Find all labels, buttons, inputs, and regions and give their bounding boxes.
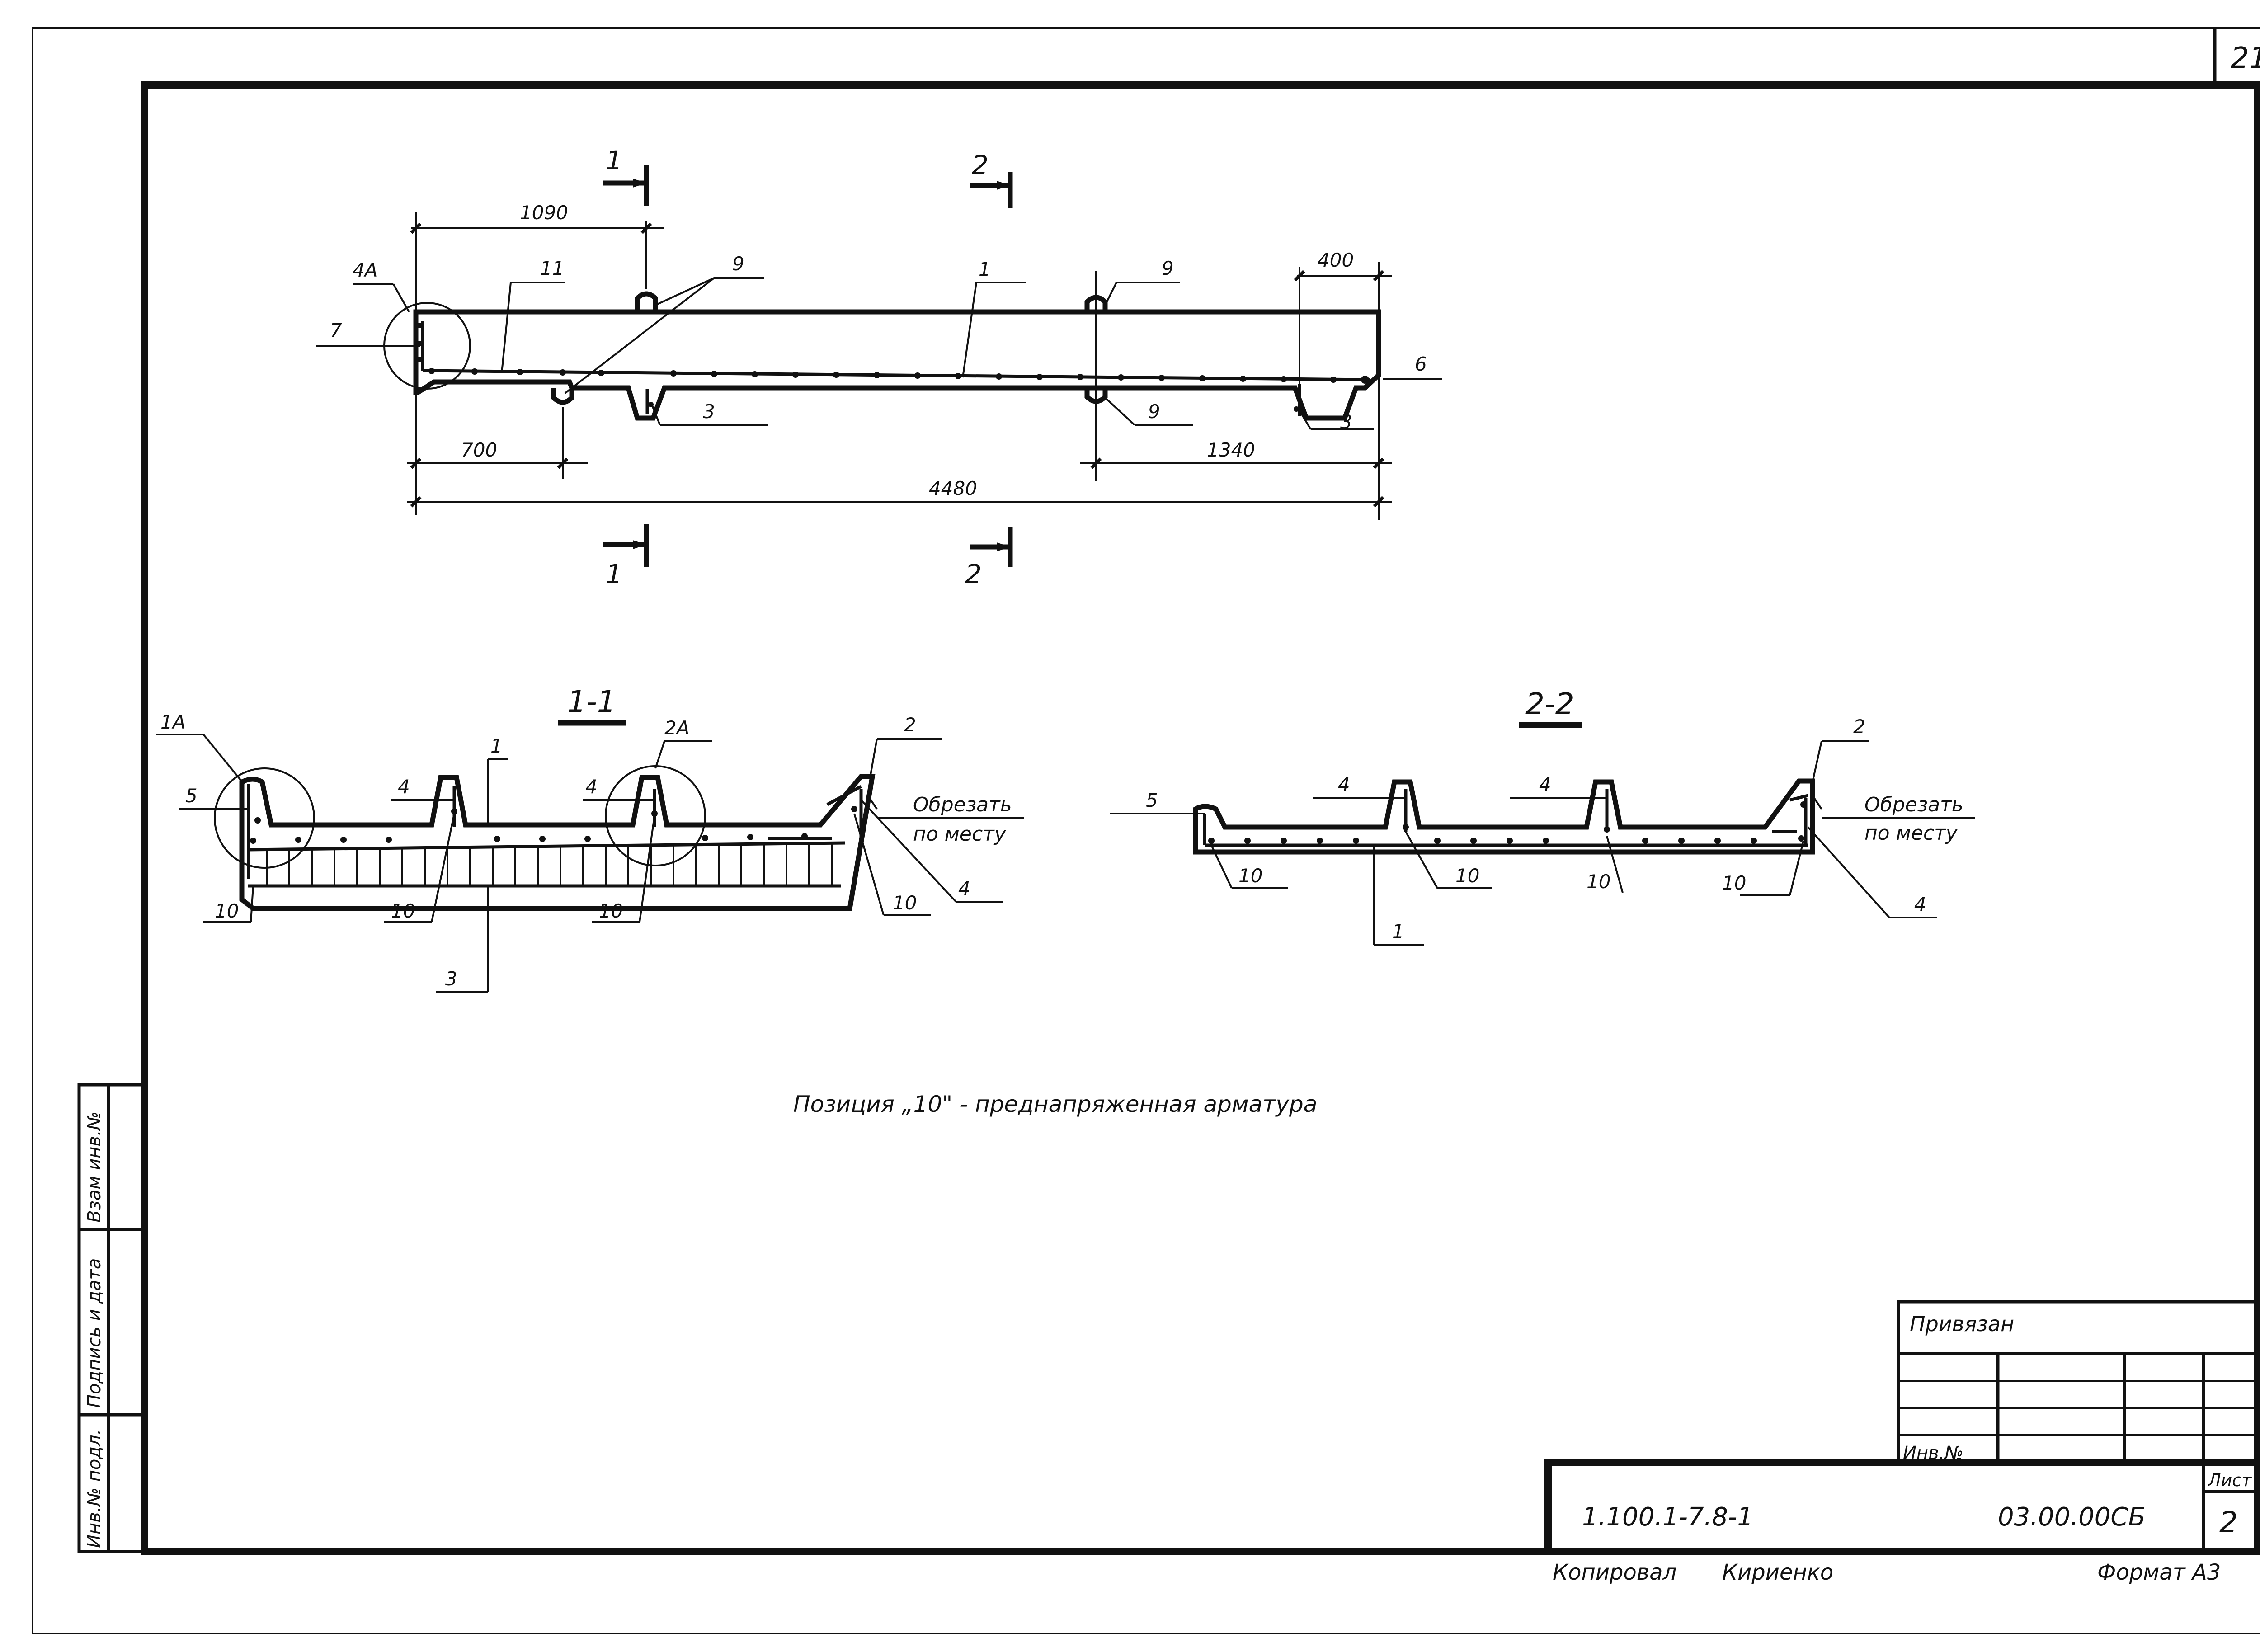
s11-label-4-left: 4 (398, 776, 410, 798)
s11-label-3: 3 (445, 968, 457, 990)
dim-700: 700 (461, 439, 497, 461)
section-cut-arrows (633, 179, 1010, 551)
privyazan-label: Привязан (1910, 1312, 2014, 1336)
s11-label-2A: 2А (664, 717, 689, 739)
section-cuts (603, 165, 1013, 567)
dimension-ticks (410, 222, 1384, 508)
s11-label-2: 2 (904, 714, 916, 736)
label-1: 1 (979, 258, 991, 280)
loop-top-left (635, 291, 658, 312)
s11-label-4-mid: 4 (585, 776, 598, 798)
vzam-label: Взам инв.№ (84, 1111, 105, 1223)
label-7: 7 (330, 319, 342, 341)
detail-1A-circle (214, 767, 315, 869)
s22-label-10-b: 10 (1455, 865, 1479, 887)
copied-label: Копировал (1553, 1560, 1676, 1585)
section-1-1-leaders (156, 720, 1024, 993)
s11-label-1: 1 (490, 735, 503, 757)
label-3-right: 3 (1340, 411, 1352, 433)
s22-label-10-c: 10 (1587, 871, 1610, 893)
copied-name: Кириенко (1722, 1560, 1833, 1585)
dim-400: 400 (1318, 249, 1354, 271)
dim-1340: 1340 (1207, 439, 1255, 461)
outer-frame (32, 27, 2260, 1634)
s11-cut-text-2: по месту (913, 823, 1007, 846)
left-stamp-strip (77, 1083, 146, 1553)
leader-lines (316, 277, 1442, 430)
doc-code: 1.100.1-7.8-1 (1582, 1502, 1753, 1532)
cut-2-bottom: 2 (965, 559, 982, 589)
list-number: 2 (2219, 1506, 2238, 1539)
section-1-1-title: 1-1 (567, 684, 616, 719)
section-1-1-stirrups (266, 844, 833, 886)
s22-label-4-left: 4 (1338, 773, 1350, 795)
bottom-rebar (422, 369, 1370, 381)
s11-label-10-a: 10 (215, 900, 239, 922)
s22-label-4-mid: 4 (1539, 773, 1551, 795)
s22-label-10-a: 10 (1238, 865, 1262, 887)
label-6: 6 (1415, 353, 1427, 375)
list-label: Лист (2207, 1470, 2252, 1490)
section-2-2-dots (1208, 801, 1807, 844)
s11-label-10-d: 10 (893, 892, 917, 914)
page-number: 21 (2231, 42, 2260, 75)
section-1-1 (156, 720, 1024, 993)
s22-label-10-d: 10 (1722, 872, 1746, 894)
section-2-2-leaders (1110, 722, 1975, 946)
s11-cut-text-1: Обрезать (913, 793, 1012, 816)
loop-bot-left (551, 388, 574, 405)
inv-no-label: Инв.№ (1903, 1443, 1963, 1464)
s22-label-4-right: 4 (1914, 893, 1926, 915)
s11-label-10-b: 10 (391, 900, 415, 922)
slab-outline (413, 309, 1381, 421)
label-11: 11 (540, 257, 564, 279)
cut-2-top: 2 (972, 150, 989, 180)
format-label: Формат А3 (2097, 1560, 2221, 1585)
dim-1090: 1090 (520, 202, 568, 224)
cut-1-bottom: 1 (606, 559, 622, 589)
s22-label-2: 2 (1853, 715, 1865, 738)
label-3-left: 3 (703, 400, 715, 423)
s22-cut-text-2: по месту (1864, 822, 1958, 845)
podpis-label: Подпись и дата (84, 1258, 105, 1408)
main-view (316, 165, 1442, 567)
section-1-1-dots (250, 806, 857, 844)
rebar-dots (417, 323, 1369, 412)
section-2-2-title: 2-2 (1526, 687, 1574, 721)
label-9-bot-right: 9 (1148, 400, 1160, 423)
s11-label-1A: 1А (160, 711, 185, 733)
s11-label-10-c: 10 (599, 900, 623, 922)
s11-label-4-right: 4 (958, 877, 970, 899)
cut-1-top: 1 (606, 145, 622, 176)
inv-podl-label: Инв.№ подл. (84, 1429, 105, 1548)
label-9-left: 9 (732, 253, 744, 275)
title-block (1544, 1300, 2260, 1555)
doc-number: 03.00.00СБ (1998, 1502, 2146, 1532)
prestress-note: Позиция „10" - преднапряженная арматура (793, 1091, 1317, 1117)
s22-cut-text-1: Обрезать (1864, 793, 1963, 816)
dim-4480: 4480 (929, 477, 977, 499)
s22-label-1: 1 (1392, 920, 1404, 942)
section-2-2-outline (1193, 778, 1815, 855)
s22-label-5: 5 (1146, 789, 1158, 811)
label-4A: 4А (353, 259, 377, 281)
s11-label-5: 5 (185, 785, 198, 807)
label-9-top-right: 9 (1162, 257, 1174, 279)
section-2-2 (1110, 722, 1975, 946)
